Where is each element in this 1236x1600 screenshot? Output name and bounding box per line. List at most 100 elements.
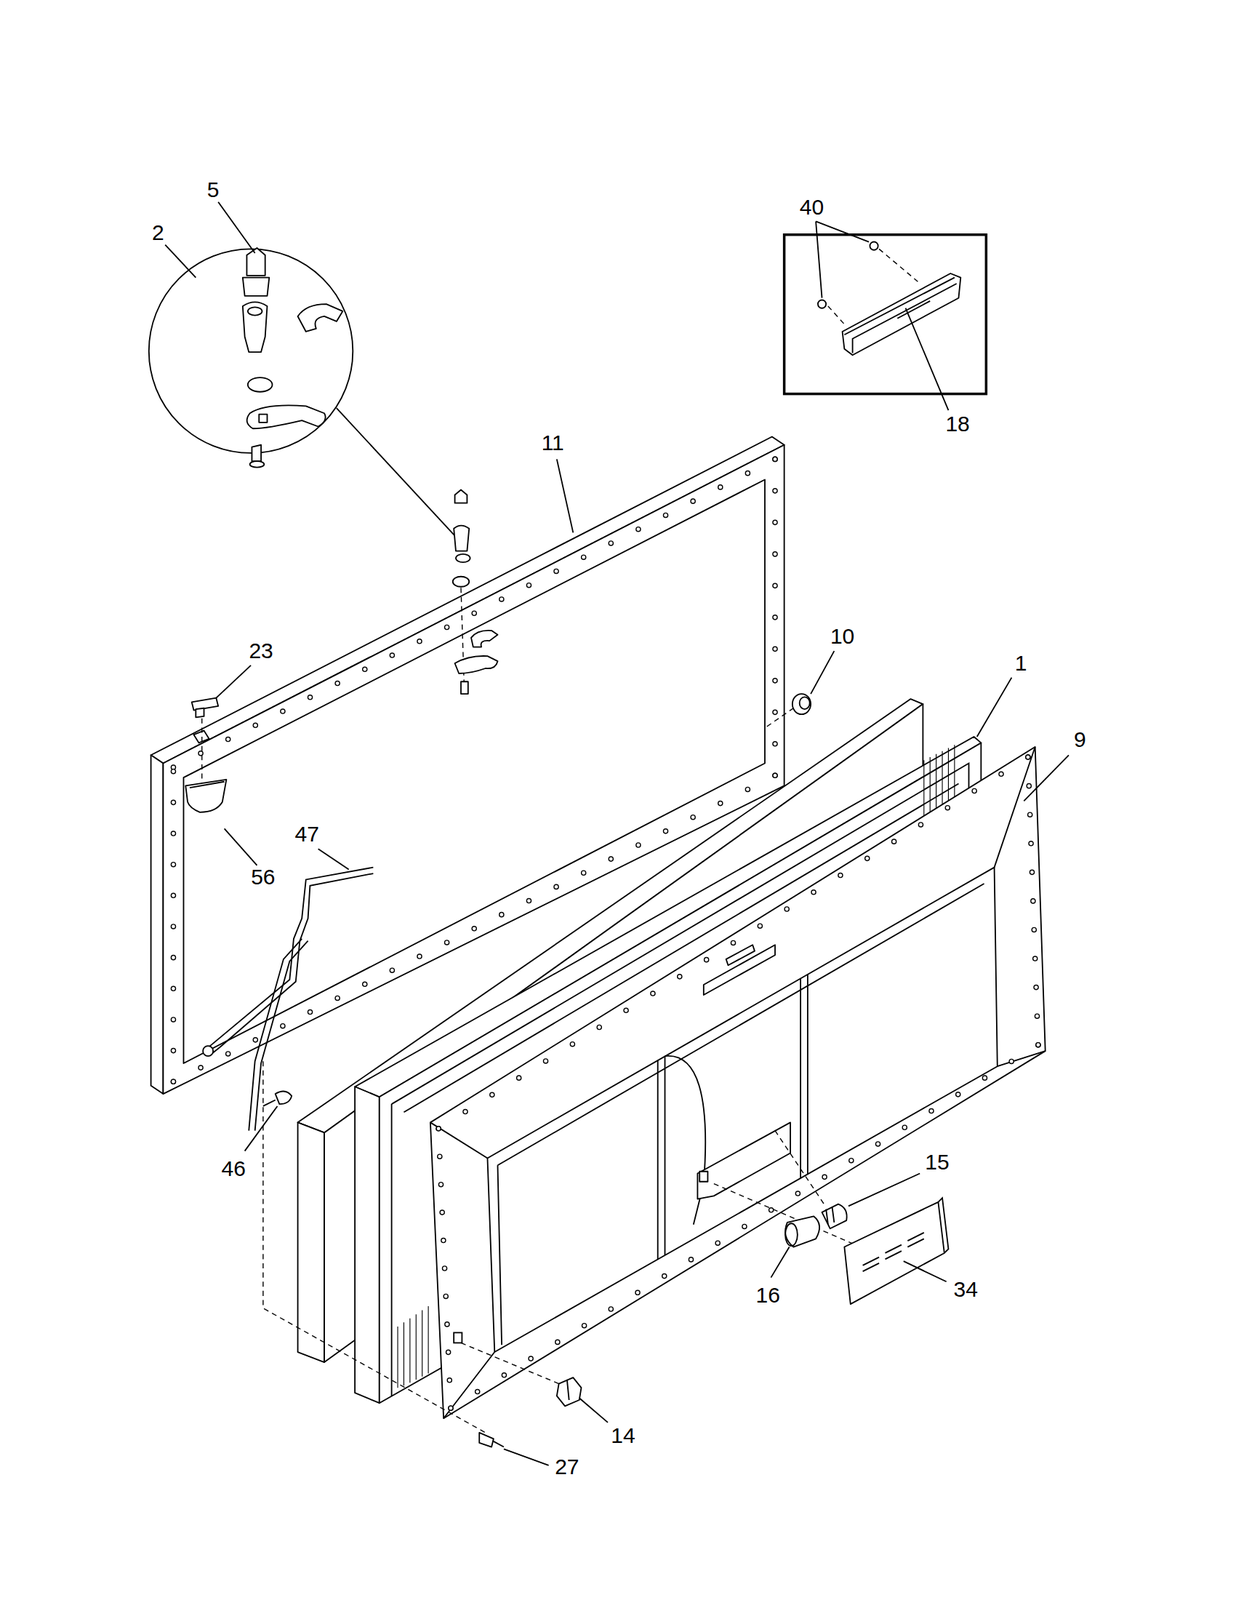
screw-hole — [1009, 1058, 1014, 1063]
screw-hole — [1028, 812, 1033, 817]
door-panel — [430, 746, 1046, 1418]
screw-hole — [772, 456, 778, 461]
handle — [817, 242, 961, 356]
callout-number: 40 — [799, 196, 824, 219]
screw-hole — [772, 551, 778, 557]
screw-hole — [772, 709, 778, 714]
screw-hole — [444, 624, 450, 629]
screw-hole — [362, 666, 368, 672]
screw-hole — [170, 924, 176, 929]
screw-hole — [389, 967, 395, 973]
screw-hole — [1033, 985, 1039, 990]
screw-hole — [581, 554, 587, 560]
screw-hole — [636, 842, 641, 848]
callout-number: 1 — [1014, 652, 1028, 674]
screw-hole — [772, 646, 778, 651]
callout-number: 11 — [541, 431, 565, 454]
screw-hole — [718, 484, 723, 490]
screw-hole — [1025, 754, 1031, 760]
screw-hole — [448, 1405, 453, 1410]
screw-hole — [516, 1075, 522, 1080]
screw-hole — [811, 889, 816, 895]
screw-hole — [471, 610, 477, 616]
screw-hole — [170, 831, 176, 836]
screw-hole — [443, 1293, 448, 1298]
screw-hole — [1028, 841, 1034, 846]
screw-hole — [198, 1065, 203, 1070]
screw-hole — [662, 1273, 667, 1279]
screw-hole — [772, 583, 778, 588]
screw-holes — [170, 456, 1041, 1410]
screw-hole — [772, 678, 778, 683]
callout-number: 2 — [151, 221, 165, 244]
screw-hole — [650, 990, 656, 996]
screw-hole — [170, 985, 176, 991]
screw-hole — [170, 955, 176, 960]
screw-hole — [772, 488, 778, 493]
screw-hole — [772, 741, 778, 746]
screw-hole — [170, 1078, 176, 1084]
screw-hole — [635, 1289, 640, 1295]
screw-hole — [742, 1223, 747, 1229]
screw-hole — [945, 805, 950, 810]
screw-hole — [822, 1174, 827, 1179]
screw-hole — [554, 884, 559, 889]
screw-hole — [730, 940, 736, 945]
screw-hole — [448, 1405, 453, 1410]
screw-hole — [608, 1306, 613, 1311]
screw-hole — [170, 769, 176, 774]
screw-hole — [892, 839, 897, 844]
screw-hole — [875, 1141, 880, 1146]
screw-hole — [918, 822, 923, 827]
screw-hole — [704, 957, 709, 962]
screw-hole — [581, 870, 587, 875]
screw-hole — [757, 923, 762, 928]
screw-hole — [501, 1372, 507, 1378]
screw-hole — [526, 897, 531, 903]
screw-hole — [280, 708, 286, 714]
screw-hole — [1034, 1013, 1039, 1018]
screw-hole — [982, 1075, 987, 1080]
screw-hole — [772, 772, 778, 778]
screw-hole — [362, 981, 368, 986]
screw-hole — [490, 1092, 495, 1097]
screw-hole — [526, 583, 531, 588]
screw-hole — [772, 772, 778, 778]
screw-hole — [307, 695, 312, 700]
screw-hole — [1033, 956, 1038, 961]
screw-hole — [441, 1237, 446, 1242]
callout-number: 14 — [610, 1424, 635, 1447]
screw-hole — [608, 856, 613, 861]
screw-hole — [608, 540, 613, 546]
screw-hole — [772, 519, 778, 525]
screw-hole — [838, 872, 843, 877]
inset-frame — [784, 234, 987, 395]
screw-hole — [444, 1321, 450, 1327]
leader-lines — [165, 202, 1069, 1466]
callout-number: 47 — [295, 823, 320, 845]
switch-parts — [785, 1197, 949, 1304]
callout-number: 46 — [221, 1157, 246, 1180]
screw-hole — [335, 680, 340, 685]
screw-hole — [902, 1124, 907, 1130]
callout-number: 5 — [207, 178, 220, 201]
screw-hole — [417, 953, 422, 959]
callout-number: 34 — [953, 1278, 978, 1300]
screw-hole — [307, 1009, 312, 1014]
screw-hole — [170, 799, 176, 805]
fasteners — [263, 1060, 582, 1447]
screw-hole — [442, 1265, 447, 1271]
callout-number: 27 — [554, 1455, 579, 1478]
screw-hole — [555, 1339, 560, 1344]
screw-hole — [463, 1108, 468, 1114]
screw-hole — [170, 1048, 176, 1053]
screw-hole — [253, 1037, 258, 1042]
screw-hole — [784, 906, 789, 912]
screw-hole — [528, 1355, 533, 1361]
callout-number: 15 — [924, 1150, 949, 1173]
screw-hole — [198, 751, 203, 756]
screw-hole — [436, 1126, 441, 1131]
screw-hole — [1025, 754, 1031, 760]
screw-hole — [688, 1257, 693, 1262]
